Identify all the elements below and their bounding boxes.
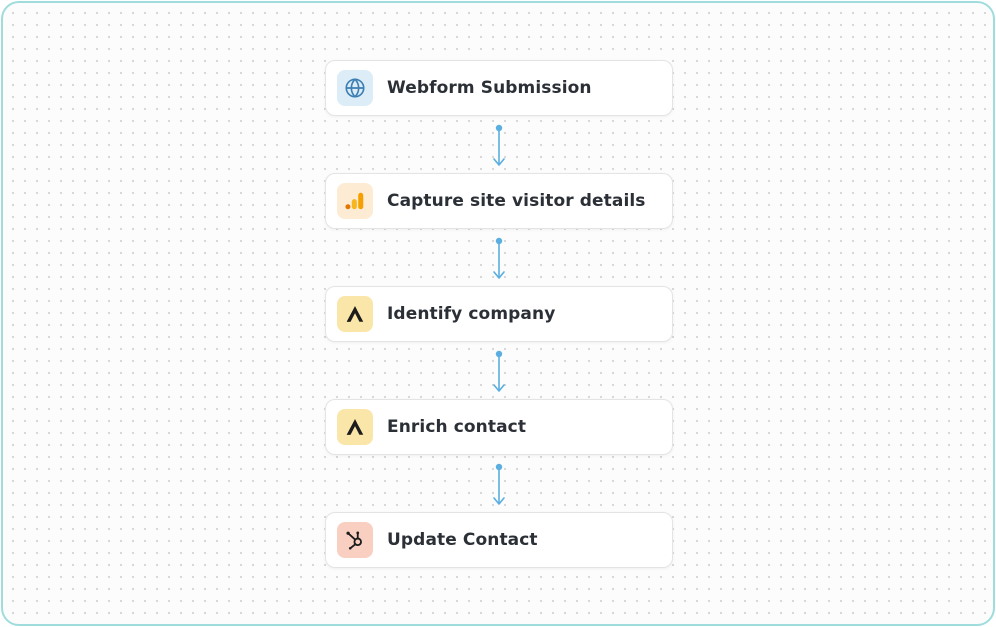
step-webform-submission[interactable]: Webform Submission (325, 60, 673, 116)
apollo-icon (337, 409, 373, 445)
step-label: Capture site visitor details (387, 191, 646, 211)
step-enrich-contact[interactable]: Enrich contact (325, 399, 673, 455)
connector-arrow (493, 237, 505, 279)
connector-arrow (493, 350, 505, 392)
step-update-contact[interactable]: Update Contact (325, 512, 673, 568)
step-label: Update Contact (387, 530, 538, 550)
step-identify-company[interactable]: Identify company (325, 286, 673, 342)
connector-arrow (493, 124, 505, 166)
step-label: Enrich contact (387, 417, 527, 437)
step-capture-site-visitor-details[interactable]: Capture site visitor details (325, 173, 673, 229)
hubspot-icon (337, 522, 373, 558)
step-label: Identify company (387, 304, 556, 324)
apollo-icon (337, 296, 373, 332)
google-analytics-icon (337, 183, 373, 219)
step-label: Webform Submission (387, 78, 592, 98)
globe-icon (337, 70, 373, 106)
connector-arrow (493, 463, 505, 505)
